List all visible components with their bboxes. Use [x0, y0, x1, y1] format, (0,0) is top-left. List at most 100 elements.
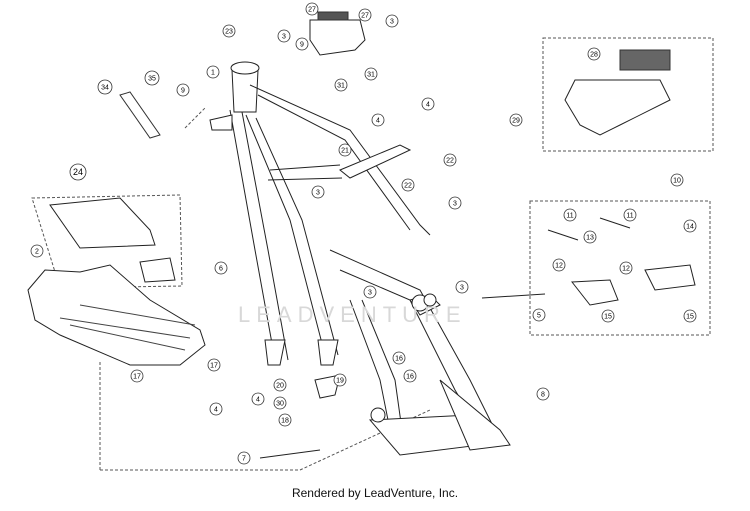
left-leader [184, 107, 206, 129]
callout-31[interactable]: 31 [364, 67, 378, 81]
svg-text:22: 22 [446, 158, 454, 165]
svg-text:19: 19 [336, 378, 344, 385]
callout-24[interactable]: 24 [69, 163, 87, 181]
callout-27[interactable]: 27 [358, 8, 372, 22]
callout-15[interactable]: 15 [683, 309, 697, 323]
svg-text:29: 29 [512, 118, 520, 125]
plate-box [542, 37, 714, 152]
callout-2[interactable]: 2 [30, 244, 44, 258]
callout-28[interactable]: 28 [587, 47, 601, 61]
callout-16[interactable]: 16 [392, 351, 406, 365]
callout-29[interactable]: 29 [509, 113, 523, 127]
callout-13[interactable]: 13 [583, 230, 597, 244]
callout-15[interactable]: 15 [601, 309, 615, 323]
callout-20[interactable]: 20 [273, 378, 287, 392]
top-bracket [309, 19, 366, 56]
callout-9[interactable]: 9 [295, 37, 309, 51]
guard-box [31, 194, 183, 289]
callout-18[interactable]: 18 [278, 413, 292, 427]
callout-3[interactable]: 3 [277, 29, 291, 43]
callout-34[interactable]: 34 [97, 79, 113, 95]
callout-9[interactable]: 9 [176, 83, 190, 97]
svg-text:3: 3 [390, 19, 394, 26]
svg-text:9: 9 [300, 42, 304, 49]
callout-35[interactable]: 35 [144, 70, 160, 86]
svg-text:6: 6 [219, 266, 223, 273]
svg-text:17: 17 [210, 363, 218, 370]
callout-12[interactable]: 12 [552, 258, 566, 272]
callout-4[interactable]: 4 [209, 402, 223, 416]
callout-5[interactable]: 5 [532, 308, 546, 322]
callout-12[interactable]: 12 [619, 261, 633, 275]
callout-3[interactable]: 3 [455, 280, 469, 294]
svg-text:11: 11 [566, 213, 573, 220]
callout-17[interactable]: 17 [207, 358, 221, 372]
svg-text:15: 15 [686, 314, 694, 321]
callout-6[interactable]: 6 [214, 261, 228, 275]
callout-22[interactable]: 22 [401, 178, 415, 192]
svg-text:31: 31 [337, 83, 345, 90]
svg-text:3: 3 [453, 201, 457, 208]
svg-text:1: 1 [211, 70, 215, 77]
svg-text:4: 4 [256, 397, 260, 404]
svg-text:16: 16 [395, 356, 403, 363]
svg-text:18: 18 [281, 418, 289, 425]
svg-text:17: 17 [133, 374, 141, 381]
cross-member [339, 144, 412, 179]
svg-text:21: 21 [341, 148, 349, 155]
callout-17[interactable]: 17 [130, 369, 144, 383]
footrest-left [571, 279, 619, 306]
callout-1[interactable]: 1 [206, 65, 220, 79]
callout-3[interactable]: 3 [363, 285, 377, 299]
svg-text:23: 23 [225, 29, 233, 36]
svg-text:30: 30 [276, 401, 284, 408]
callout-22[interactable]: 22 [443, 153, 457, 167]
svg-text:4: 4 [214, 407, 218, 414]
svg-text:10: 10 [673, 178, 681, 185]
svg-text:4: 4 [376, 118, 380, 125]
svg-text:2: 2 [35, 249, 39, 256]
callout-11[interactable]: 11 [563, 208, 577, 222]
svg-text:13: 13 [586, 235, 594, 242]
callout-19[interactable]: 19 [333, 373, 347, 387]
svg-text:27: 27 [361, 13, 369, 20]
svg-text:12: 12 [622, 266, 630, 273]
callout-31[interactable]: 31 [334, 78, 348, 92]
svg-text:3: 3 [282, 34, 286, 41]
callout-4[interactable]: 4 [421, 97, 435, 111]
svg-text:3: 3 [368, 290, 372, 297]
mount-plate [564, 79, 671, 136]
callout-11[interactable]: 11 [623, 208, 637, 222]
callout-7[interactable]: 7 [237, 451, 251, 465]
svg-text:35: 35 [148, 76, 156, 83]
callout-23[interactable]: 23 [222, 24, 236, 38]
callout-14[interactable]: 14 [683, 219, 697, 233]
bolt-7 [259, 449, 321, 459]
callout-30[interactable]: 30 [273, 396, 287, 410]
bolt-5 [481, 293, 546, 299]
callout-3[interactable]: 3 [385, 14, 399, 28]
callout-27[interactable]: 27 [305, 2, 319, 16]
callout-3[interactable]: 3 [311, 185, 325, 199]
svg-text:4: 4 [426, 102, 430, 109]
callout-4[interactable]: 4 [371, 113, 385, 127]
footrest-right [644, 264, 696, 291]
svg-text:3: 3 [460, 285, 464, 292]
svg-text:22: 22 [404, 183, 412, 190]
svg-text:31: 31 [367, 72, 375, 79]
callout-16[interactable]: 16 [403, 369, 417, 383]
svg-text:3: 3 [316, 190, 320, 197]
svg-text:12: 12 [555, 263, 563, 270]
svg-text:7: 7 [242, 456, 246, 463]
callout-8[interactable]: 8 [536, 387, 550, 401]
callout-4[interactable]: 4 [251, 392, 265, 406]
frame-guard [49, 197, 156, 249]
callout-10[interactable]: 10 [670, 173, 684, 187]
footrest-box [529, 200, 711, 336]
callout-21[interactable]: 21 [338, 143, 352, 157]
callout-3[interactable]: 3 [448, 196, 462, 210]
svg-text:8: 8 [541, 392, 545, 399]
skid-plate [27, 264, 206, 366]
svg-text:5: 5 [537, 313, 541, 320]
